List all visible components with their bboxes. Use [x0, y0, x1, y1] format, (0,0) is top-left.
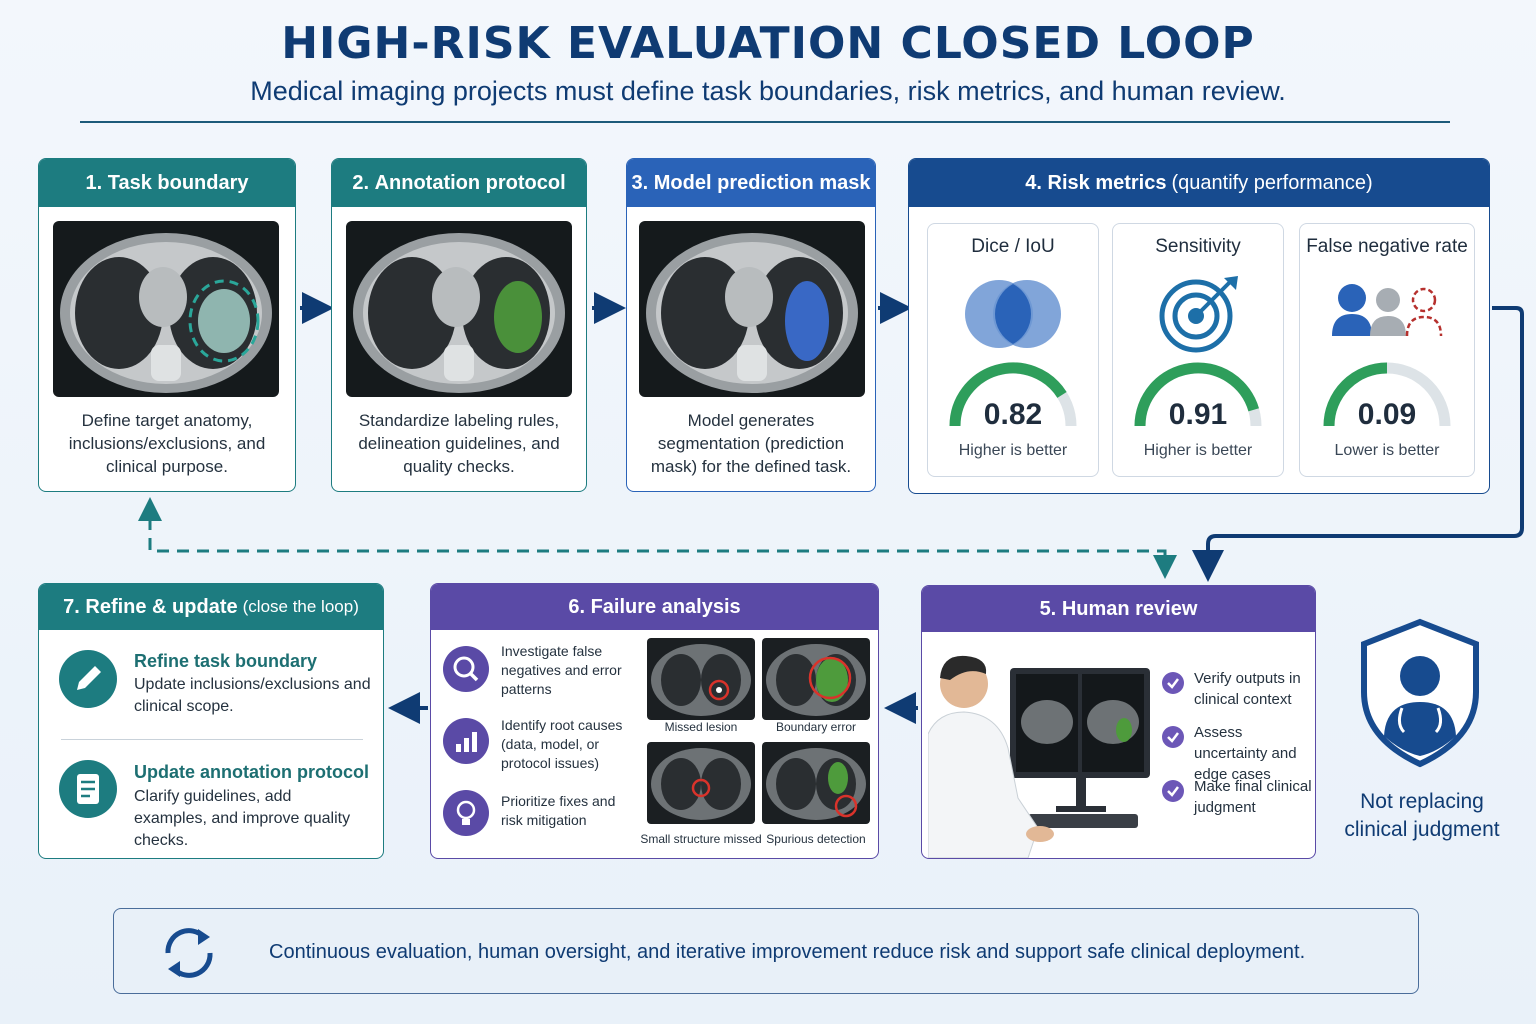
target-icon	[1159, 276, 1238, 353]
review-check-text: Make final clinical judgment	[1194, 778, 1312, 816]
step-6-header: 6. Failure analysis	[431, 584, 878, 630]
doctor-shield-icon	[1361, 618, 1479, 768]
review-check-text: Assess uncertainty and edge cases	[1194, 724, 1297, 783]
failure-thumb-boundary-error	[762, 638, 870, 720]
pencil-icon	[59, 650, 117, 708]
feedback-loop-dashed	[148, 518, 1177, 579]
step-3-card: 3. Model prediction mask Model generates…	[626, 158, 876, 492]
step-6-card: 6. Failure analysis Investigate false ne…	[430, 583, 879, 859]
bar-chart-icon	[443, 718, 489, 764]
gauge-sensitivity	[1134, 362, 1262, 427]
refine-item-title: Update annotation protocol	[134, 762, 369, 782]
document-icon	[59, 760, 117, 818]
people-icon	[1332, 284, 1443, 337]
refine-item-title: Refine task boundary	[134, 651, 318, 671]
metric-card-dice: Dice / IoU 0.82 Higher is better	[927, 223, 1099, 477]
footer-text: Continuous evaluation, human oversight, …	[269, 941, 1306, 963]
failure-caption: Missed lesion	[664, 720, 738, 734]
ct-prediction-image	[639, 221, 865, 397]
step-2-card: 2. Annotation protocol Standardize label…	[331, 158, 587, 492]
ct-annotation-image	[346, 221, 572, 397]
failure-item: Identify root causes (data, model, or pr…	[501, 717, 623, 771]
gauge-fnr	[1323, 362, 1451, 427]
shield-label: Not replacing clinical judgment	[1344, 790, 1500, 841]
metric-name: False negative rate	[1306, 236, 1468, 257]
ct-scan-image	[53, 221, 279, 397]
metric-name: Sensitivity	[1155, 236, 1241, 257]
review-check-text: Verify outputs in clinical context	[1194, 670, 1301, 708]
cycle-icon	[165, 928, 213, 978]
step-7-card: 7. Refine & update(close the loop) Refin…	[38, 583, 384, 859]
divider	[61, 739, 363, 740]
failure-caption: Boundary error	[775, 720, 857, 734]
magnifier-icon	[443, 646, 489, 692]
failure-item: Investigate false negatives and error pa…	[501, 643, 622, 697]
metric-card-sensitivity: Sensitivity 0.91 Higher is better	[1112, 223, 1284, 477]
step-5-header: 5. Human review	[922, 586, 1315, 632]
footer-banner: Continuous evaluation, human oversight, …	[113, 908, 1419, 994]
step-4-header: 4. Risk metrics(quantify performance)	[909, 159, 1489, 207]
page-subtitle: Medical imaging projects must define tas…	[250, 76, 1286, 106]
gauge-dice	[949, 362, 1077, 427]
check-icon	[1162, 672, 1184, 694]
step-7-header: 7. Refine & update(close the loop)	[39, 584, 383, 630]
metric-note: Lower is better	[1334, 442, 1440, 459]
refine-item-text: Clarify guidelines, add examples, and im…	[134, 788, 351, 849]
metric-note: Higher is better	[1143, 442, 1253, 459]
metric-name: Dice / IoU	[971, 236, 1055, 257]
title-divider	[80, 121, 1450, 123]
clinician-review-illustration	[928, 655, 1150, 858]
failure-caption: Spurious detection	[766, 832, 866, 846]
step-4-card: 4. Risk metrics(quantify performance) Di…	[908, 158, 1490, 494]
check-icon	[1162, 780, 1184, 802]
step-5-card: 5. Human review Verify outputs in clinic…	[921, 585, 1316, 859]
step-3-description: Model generates segmentation (prediction…	[650, 411, 852, 476]
step-1-card: 1. Task boundary Define target anatomy, …	[38, 158, 296, 492]
failure-thumb-small-structure	[647, 742, 755, 824]
metric-value: 0.82	[983, 398, 1043, 431]
venn-icon	[965, 280, 1061, 348]
lightbulb-icon	[443, 790, 489, 836]
arrow-4-5	[1192, 306, 1524, 582]
metric-note: Higher is better	[958, 442, 1068, 459]
failure-thumb-spurious	[762, 742, 870, 824]
metric-value: 0.91	[1168, 398, 1228, 431]
step-3-header: 3. Model prediction mask	[627, 159, 875, 207]
metric-value: 0.09	[1357, 398, 1417, 431]
step-2-header: 2. Annotation protocol	[332, 159, 586, 207]
step-2-description: Standardize labeling rules, delineation …	[358, 411, 560, 476]
metric-card-fnr: False negative rate 0.09 Lower is better	[1299, 223, 1475, 477]
failure-item: Prioritize fixes and risk mitigation	[501, 793, 616, 828]
step-1-description: Define target anatomy, inclusions/exclus…	[68, 411, 266, 476]
refine-item-text: Update inclusions/exclusions and clinica…	[134, 676, 371, 715]
page-title: HIGH-RISK EVALUATION CLOSED LOOP	[281, 18, 1255, 69]
failure-caption: Small structure missed	[640, 832, 762, 846]
step-1-header: 1. Task boundary	[39, 159, 295, 207]
failure-thumb-missed-lesion	[647, 638, 755, 720]
check-icon	[1162, 726, 1184, 748]
